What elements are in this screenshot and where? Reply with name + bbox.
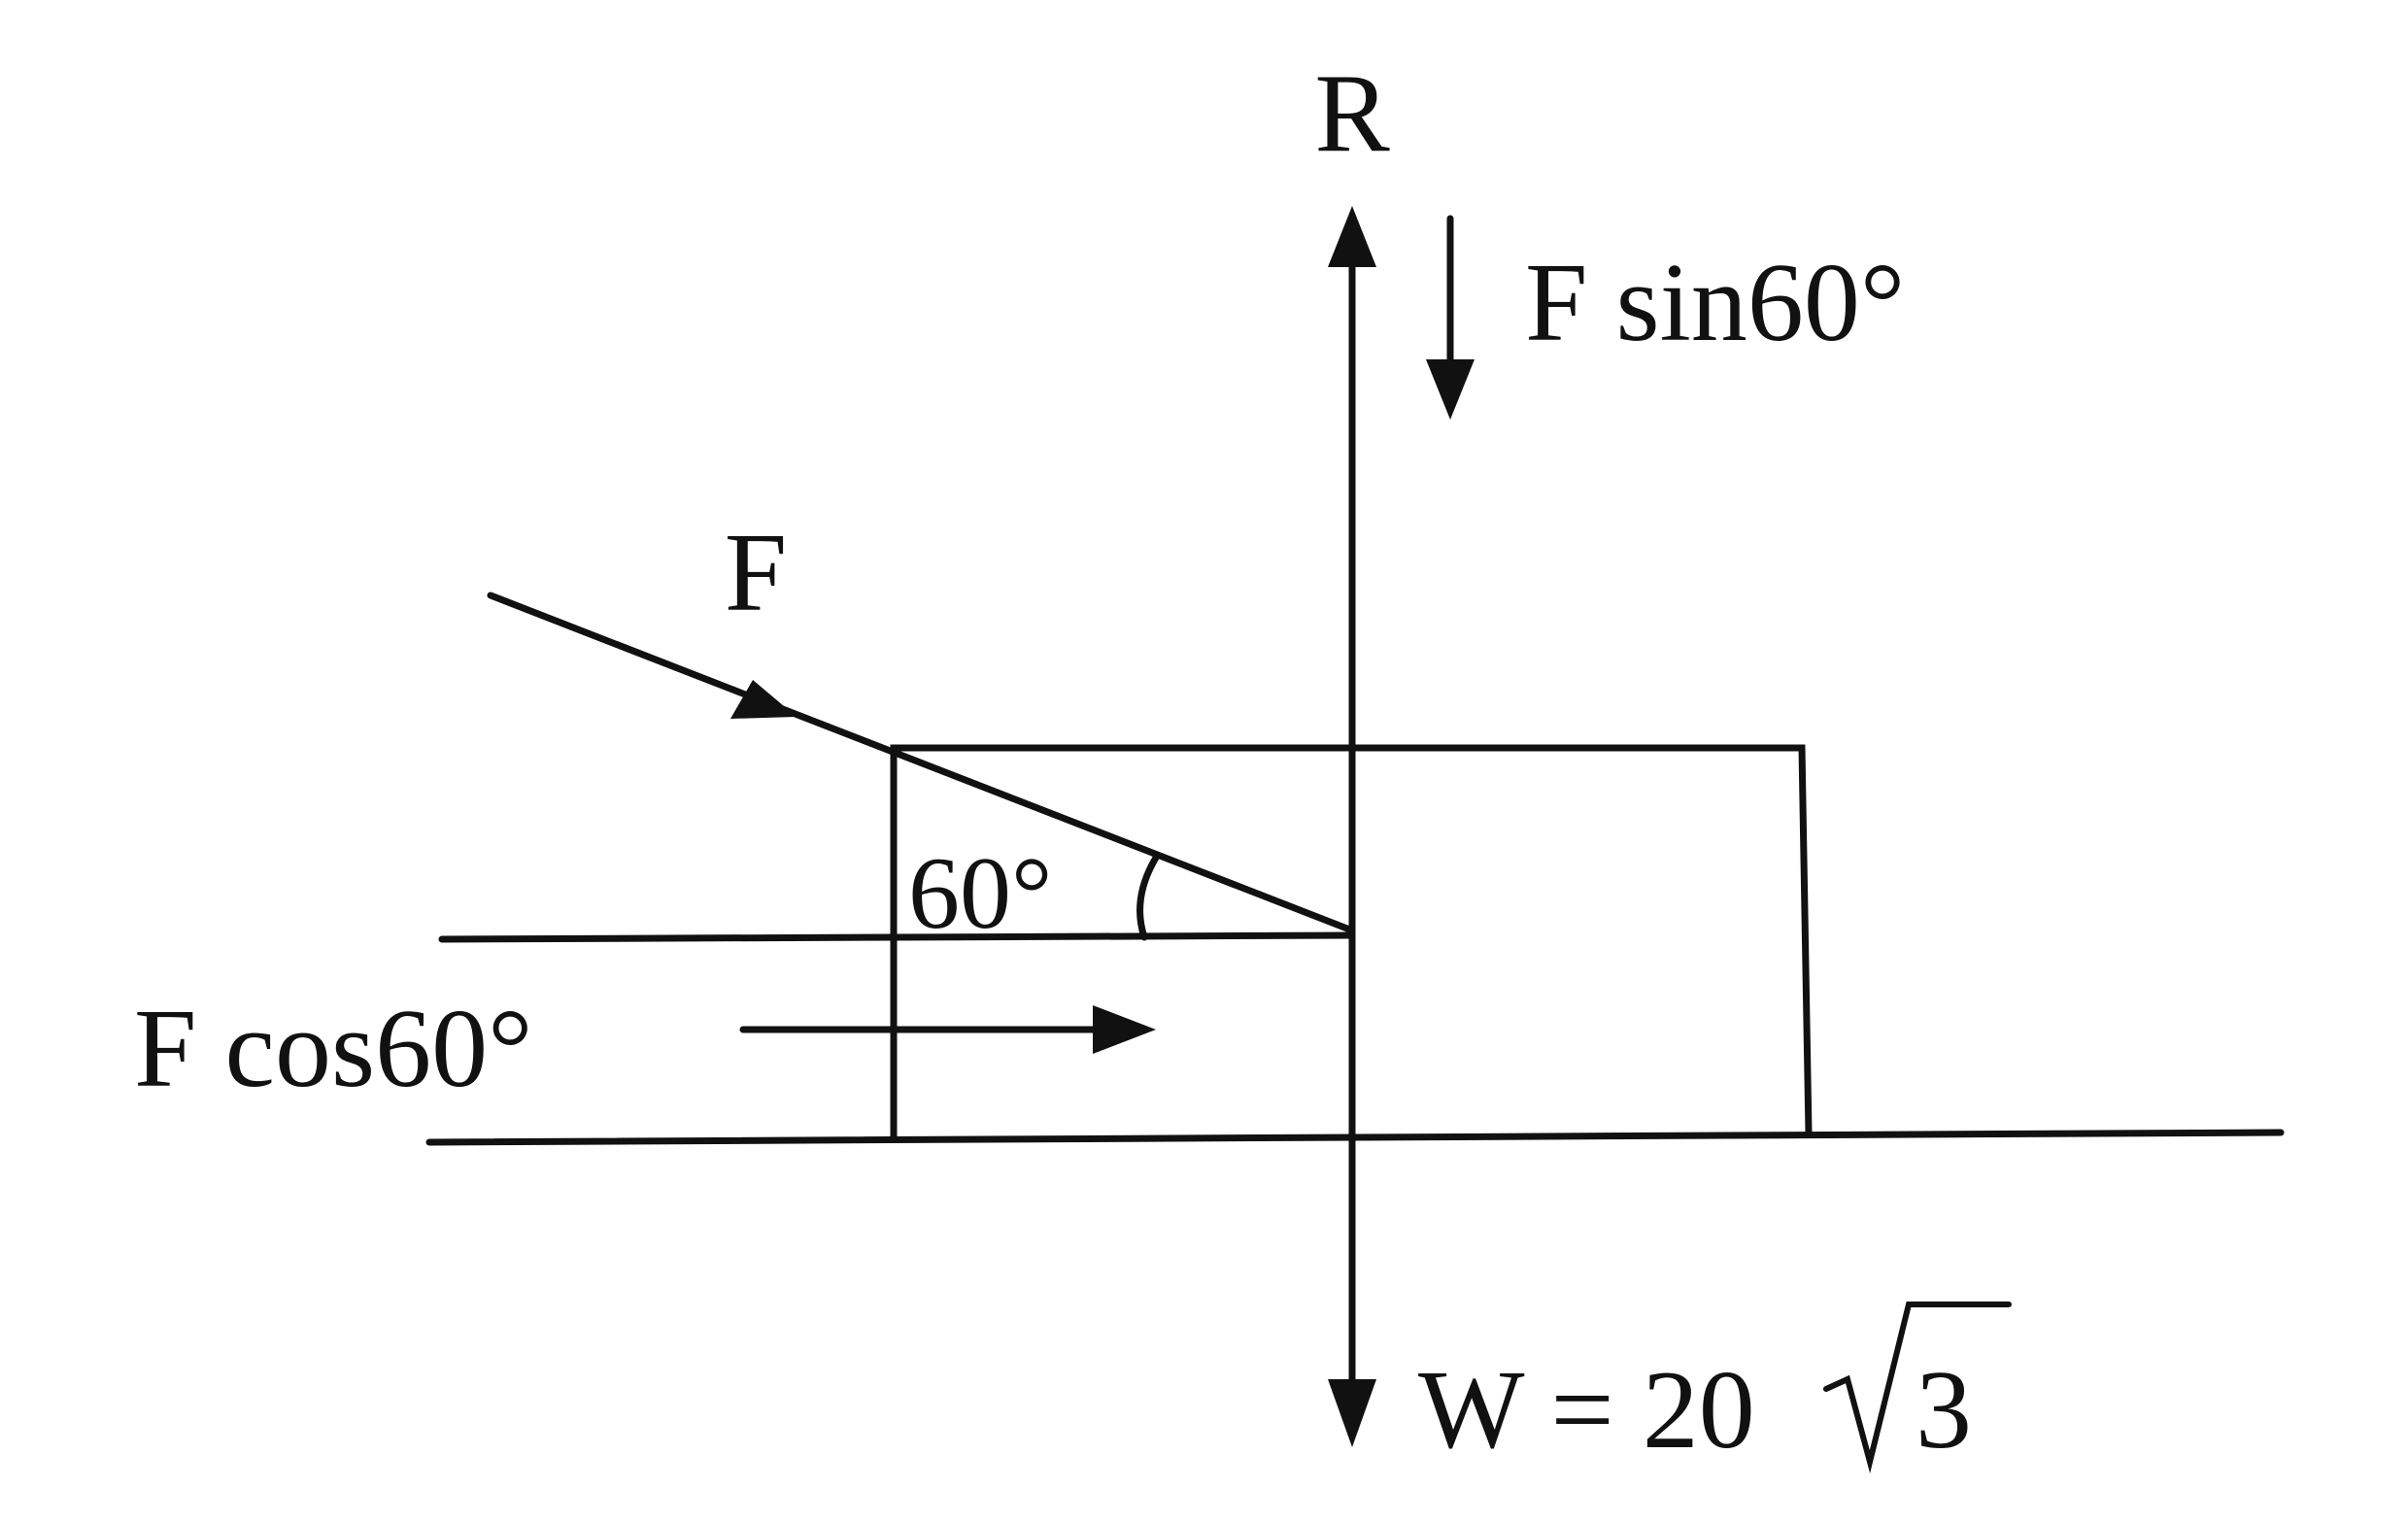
block-outline (890, 744, 1813, 1143)
reaction-arrow-head (1328, 206, 1376, 267)
reaction-label: R (1314, 51, 1390, 176)
weight-arrow-head (1328, 1379, 1376, 1447)
applied-force-line (487, 592, 1356, 934)
weight-radicand: 3 (1916, 1348, 1972, 1472)
weight-label: W = 20 (1418, 1348, 1755, 1472)
horizontal-reference-line (438, 931, 1356, 943)
horizontal-component-arrow-head (1093, 1005, 1156, 1054)
vertical-component-arrow-head (1426, 359, 1475, 420)
square-root-sign (1823, 1302, 2012, 1473)
vertical-component-label: F sin60° (1525, 241, 1905, 365)
angle-label: 60° (908, 836, 1052, 950)
applied-force-arrow-head (730, 680, 797, 719)
angle-arc (1136, 854, 1160, 941)
horizontal-component-label: F cos60° (134, 987, 533, 1111)
force-label: F (725, 511, 788, 635)
